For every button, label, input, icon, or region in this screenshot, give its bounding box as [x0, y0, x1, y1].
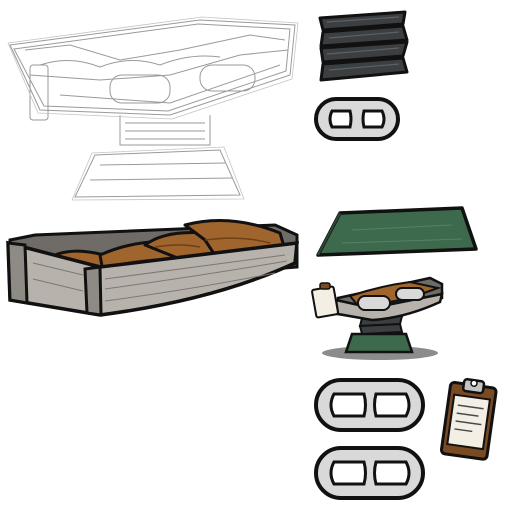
- clipboard: [439, 377, 498, 461]
- bed-frame-sprite: [5, 205, 300, 320]
- handle-large-1-sprite: [312, 376, 427, 434]
- handle-small: [314, 97, 400, 141]
- bed-frame: [6, 219, 299, 317]
- clipboard-sprite: [439, 375, 500, 463]
- bed-assembled-sprite: [310, 268, 445, 363]
- handle-large-2-sprite: [312, 444, 427, 502]
- bed-assembled: [311, 276, 444, 360]
- base-plate: [316, 206, 478, 257]
- bed-sketch-outline: [7, 16, 299, 201]
- bed-sketch-outline-sprite: [0, 5, 300, 201]
- base-plate-sprite: [312, 205, 482, 260]
- bellows: [318, 10, 409, 82]
- bellows-sprite: [315, 10, 410, 82]
- handle-large-1: [314, 378, 425, 432]
- handle-small-sprite: [312, 95, 402, 143]
- handle-large-2: [314, 446, 425, 500]
